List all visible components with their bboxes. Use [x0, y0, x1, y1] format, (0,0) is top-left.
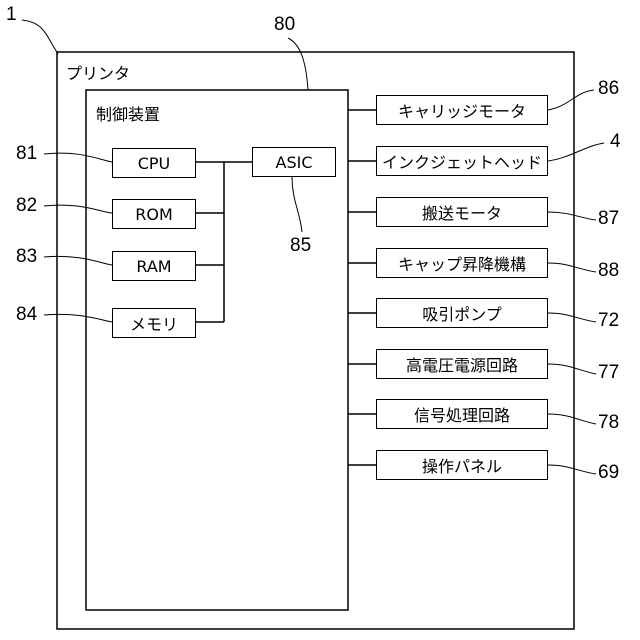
ref-carriage-motor: 86	[598, 78, 619, 100]
ref-printer: 1	[6, 4, 17, 26]
ref-hv-power: 77	[598, 362, 619, 384]
leader-suction-pump	[548, 313, 596, 322]
leader-printer	[22, 20, 58, 54]
cap-mechanism-block: キャップ昇降機構	[376, 248, 548, 278]
conveyance-motor-block: 搬送モータ	[376, 197, 548, 227]
ref-signal-circuit: 78	[598, 412, 619, 434]
memory-block: メモリ	[112, 308, 196, 338]
ref-rom: 82	[16, 195, 37, 217]
leader-asic	[292, 177, 302, 232]
asic-block: ASIC	[252, 147, 336, 177]
hv-power-block: 高電圧電源回路	[376, 349, 548, 379]
leader-signal-circuit	[548, 414, 596, 424]
leader-carriage-motor	[548, 90, 594, 110]
rom-block: ROM	[112, 199, 196, 229]
ref-cap-mechanism: 88	[598, 260, 619, 282]
ref-asic: 85	[290, 235, 311, 257]
operation-panel-block: 操作パネル	[376, 450, 548, 480]
ref-operation-panel: 69	[598, 462, 619, 484]
leader-inkjet-head	[548, 143, 604, 161]
ref-inkjet-head: 4	[610, 131, 621, 153]
controller-title: 制御装置	[96, 101, 160, 125]
ref-memory: 84	[16, 304, 37, 326]
cpu-block: CPU	[112, 148, 196, 178]
leader-hv-power	[548, 364, 596, 374]
leader-cpu	[44, 153, 112, 162]
carriage-motor-block: キャリッジモータ	[376, 95, 548, 125]
ref-ram: 83	[16, 246, 37, 268]
leader-ram	[44, 256, 112, 265]
suction-pump-block: 吸引ポンプ	[376, 298, 548, 328]
ref-controller: 80	[274, 14, 295, 36]
leader-memory	[44, 314, 112, 322]
ref-cpu: 81	[16, 143, 37, 165]
signal-circuit-block: 信号処理回路	[376, 399, 548, 429]
printer-frame	[57, 52, 574, 629]
leader-controller	[288, 38, 308, 90]
leader-conveyance-motor	[548, 212, 596, 220]
leader-rom	[44, 205, 112, 213]
ref-conveyance-motor: 87	[598, 208, 619, 230]
inkjet-head-block: インクジェットヘッド	[376, 146, 548, 176]
leader-cap-mechanism	[548, 263, 596, 272]
ref-suction-pump: 72	[598, 310, 619, 332]
leader-operation-panel	[548, 465, 596, 474]
printer-title: プリンタ	[66, 60, 130, 84]
ram-block: RAM	[112, 251, 196, 281]
